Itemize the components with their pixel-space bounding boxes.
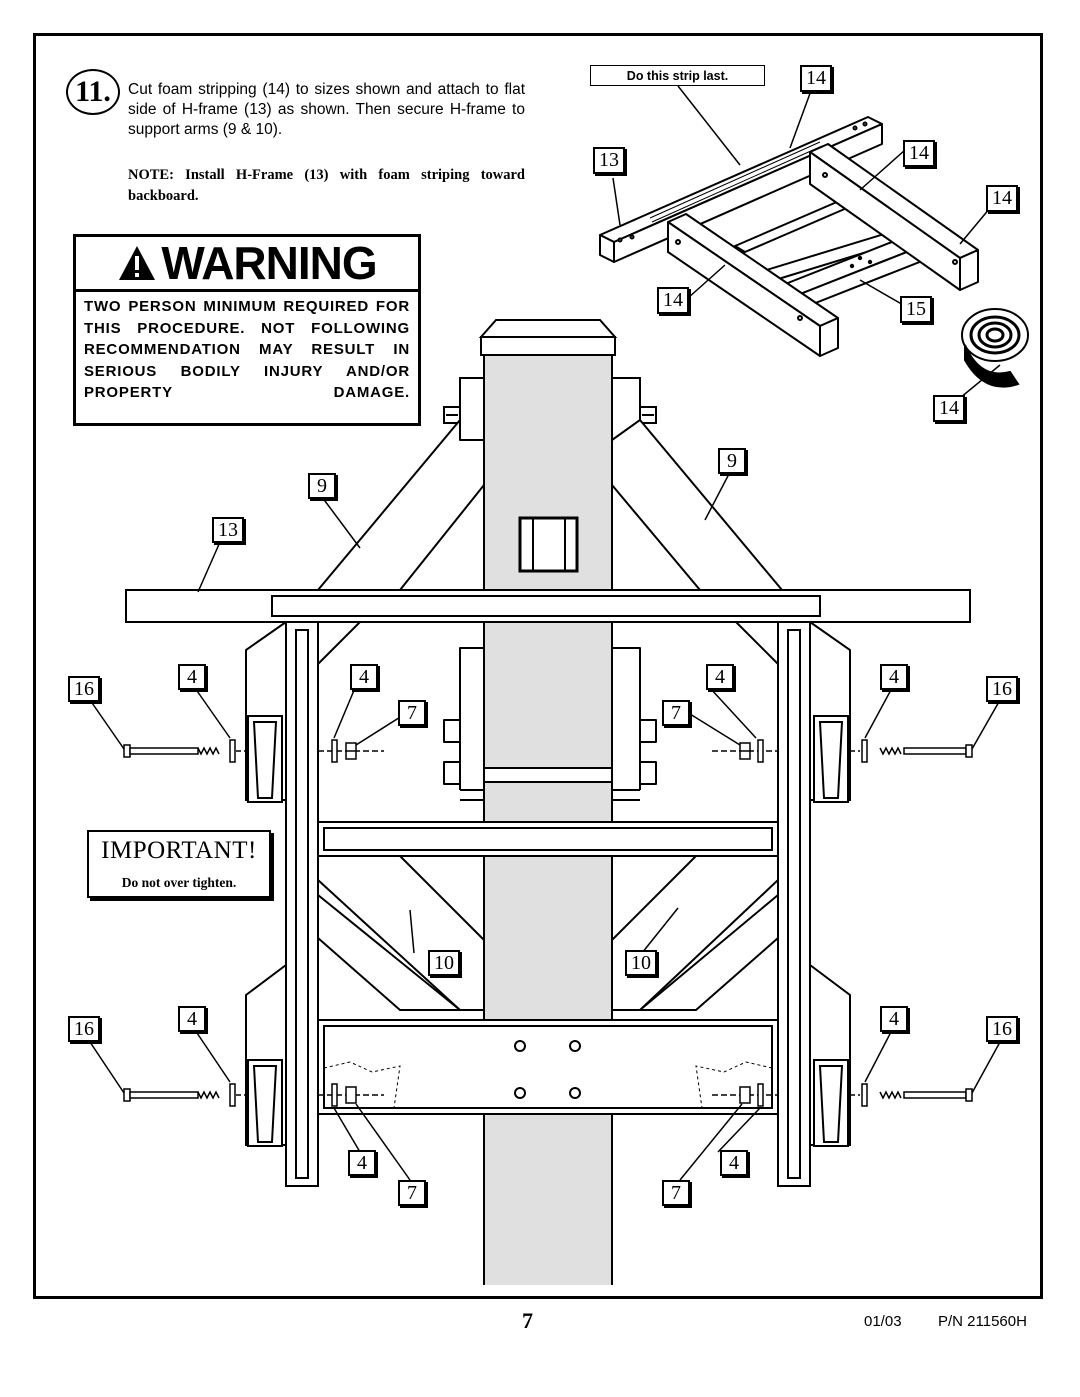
callout-washer-4-d: 4 [880,664,908,690]
important-title: IMPORTANT! [101,837,257,864]
inset-hframe [599,85,1001,399]
callout-arm-10-right: 10 [625,950,657,976]
step-note: NOTE: Install H-Frame (13) with foam str… [128,167,525,204]
important-text: Do not over tighten. [121,875,237,890]
callout-inset-14-c: 14 [986,185,1018,212]
callout-bolt-16-top-right: 16 [986,676,1018,702]
hardware-top-left [123,739,246,763]
callout-bolt-16-top-left: 16 [68,676,100,702]
middle-arms [317,621,779,801]
hardware-bottom-inner-left [318,1083,384,1107]
hardware-top-inner-right [712,739,778,763]
revision-date: 01/03 [864,1313,902,1330]
page-border [33,33,1043,1299]
callout-washer-4-g: 4 [348,1150,376,1176]
warning-box: WARNING TWO PERSON MINIMUM REQUIRED FOR … [73,234,421,426]
hframe-vertical-rails [285,621,811,1187]
page-number: 7 [522,1308,533,1333]
hframe-bottom-plate [317,1019,779,1115]
pole [478,319,618,1285]
callout-inset-14-d: 14 [657,287,689,314]
callout-inset-14-b: 14 [903,140,935,167]
callout-washer-4-e: 4 [178,1006,206,1032]
callout-nut-7-c: 7 [398,1180,426,1206]
warning-text: TWO PERSON MINIMUM REQUIRED FOR THIS PRO… [84,298,410,401]
important-box: IMPORTANT! Do not over tighten. [87,830,271,898]
callout-washer-4-a: 4 [178,664,206,690]
callout-hframe-13: 13 [212,517,244,543]
step-instruction: Cut foam stripping (14) to sizes shown a… [128,81,525,138]
warning-title: WARNING [161,237,377,289]
warning-triangle-icon [119,246,156,280]
callout-arm-9-right: 9 [718,448,746,474]
leader-lines [89,471,1001,1181]
callout-nut-7-d: 7 [662,1180,690,1206]
callout-bolt-16-bottom-left: 16 [68,1016,100,1042]
callout-nut-7-b: 7 [662,700,690,726]
warning-header: WARNING [76,237,418,292]
callout-nut-7-a: 7 [398,700,426,726]
hardware-top-inner-left [318,739,384,763]
callout-arm-10-left: 10 [428,950,460,976]
callout-inset-14-a: 14 [800,65,832,92]
hardware-bottom-right [850,1083,973,1107]
hframe-top-bar [125,589,971,623]
side-brackets [245,621,851,1147]
step-number: 11. [66,69,120,115]
callout-inset-14-e: 14 [933,395,965,422]
foam-roll-icon [961,308,1029,388]
upper-bracket [443,377,657,441]
callout-washer-4-h: 4 [720,1150,748,1176]
callout-inset-13: 13 [593,147,625,174]
hframe-middle-bar [317,821,779,857]
hardware-bottom-left [123,1083,246,1107]
callout-washer-4-b: 4 [350,664,378,690]
callout-washer-4-c: 4 [706,664,734,690]
callout-inset-15: 15 [900,296,932,323]
callout-washer-4-f: 4 [880,1006,908,1032]
hardware-bottom-inner-right [712,1083,778,1107]
part-number: P/N 211560H [938,1313,1027,1330]
callout-arm-9-left: 9 [308,473,336,499]
strip-last-label: Do this strip last. [590,65,765,86]
callout-bolt-16-bottom-right: 16 [986,1016,1018,1042]
hardware-top-right [850,739,973,763]
